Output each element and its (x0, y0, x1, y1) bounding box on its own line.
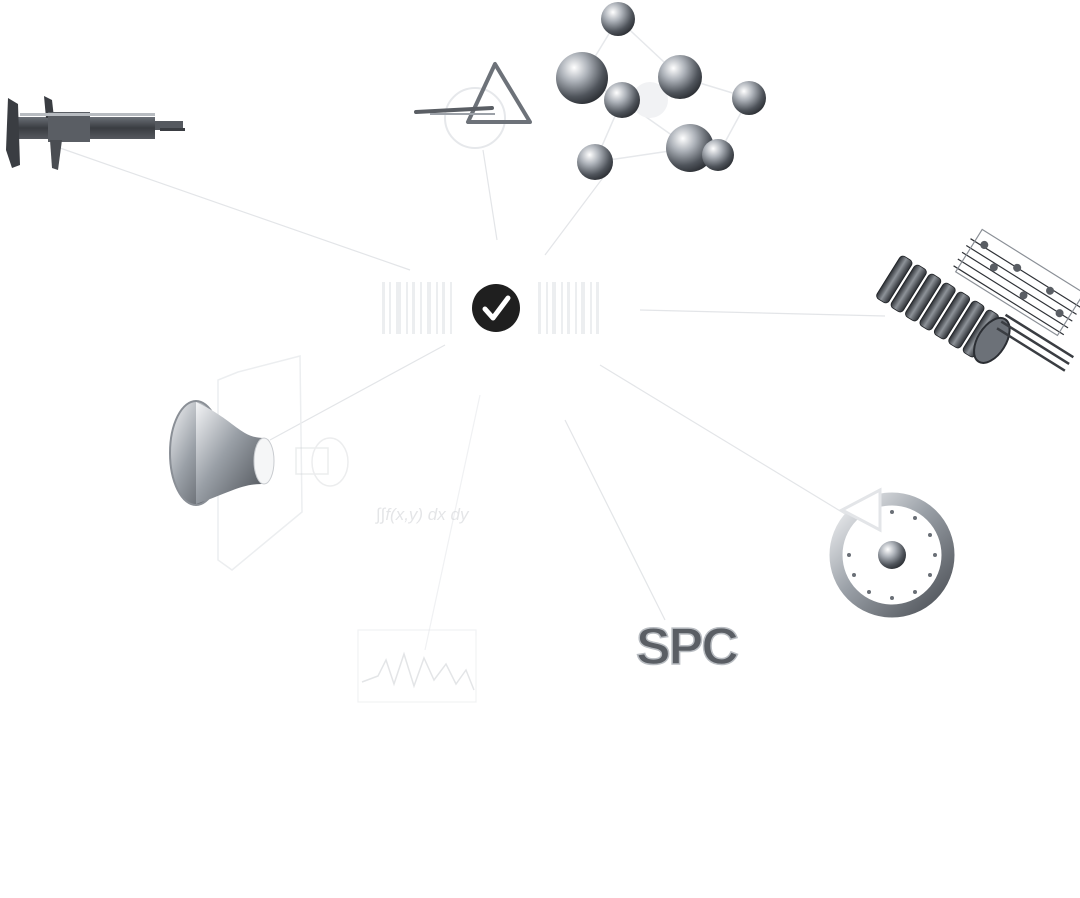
barcode-icon (382, 282, 599, 334)
caliper-icon (6, 96, 185, 170)
connector-caliper (59, 147, 411, 271)
connector-geometry (482, 149, 498, 241)
spc-letters-icon: SPC (635, 617, 741, 677)
connector-waveform (424, 394, 481, 651)
worm-gear-icon (876, 228, 1080, 372)
connector-cone (269, 344, 446, 441)
cone-lens-icon (169, 355, 349, 571)
waveform-chart-icon (357, 629, 477, 703)
check-circle-icon (472, 284, 520, 332)
connector-worm-gear (639, 309, 886, 317)
hub (382, 282, 599, 334)
connector-spc (564, 419, 666, 621)
formula-label: ∫∫f(x,y) dx dy (375, 505, 470, 524)
triangle-compass-icon (414, 62, 532, 149)
connector-lines (59, 147, 886, 651)
integral-formula-icon: ∫∫f(x,y) dx dy (375, 505, 470, 524)
circular-dial-icon (829, 487, 955, 618)
spc-label: SPC (636, 618, 738, 676)
connector-molecule (544, 174, 606, 256)
connector-dial (599, 364, 856, 521)
molecule-network-icon (556, 2, 766, 180)
